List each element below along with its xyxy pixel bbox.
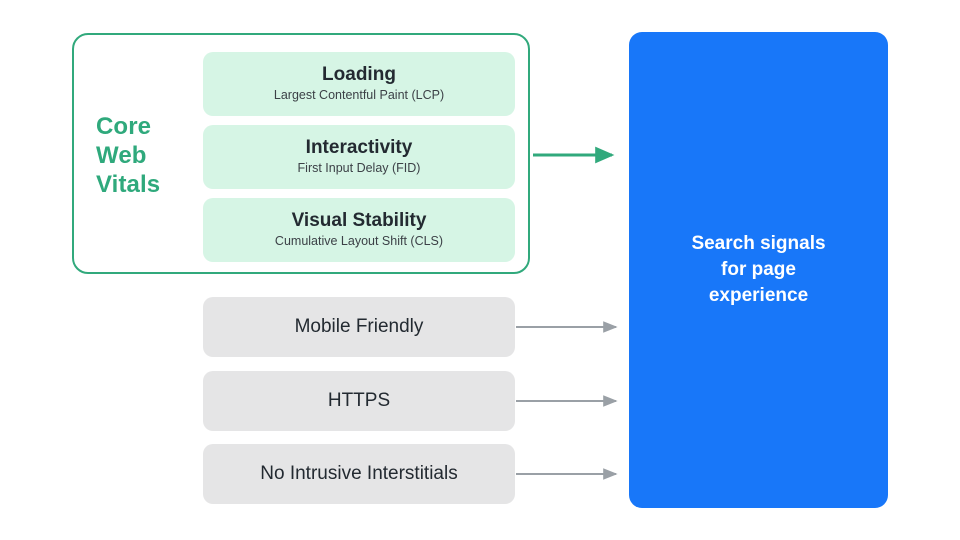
search-signals-text: Search signals for page experience — [691, 232, 826, 307]
metric-card-interactivity[interactable]: Interactivity First Input Delay (FID) — [203, 125, 515, 189]
metric-title: Interactivity — [305, 137, 413, 159]
signal-box-no-intrusive-interstitials[interactable]: No Intrusive Interstitials — [203, 444, 515, 504]
metric-subtitle: Cumulative Layout Shift (CLS) — [274, 234, 444, 249]
metric-title: Loading — [322, 64, 396, 86]
signal-label: Mobile Friendly — [294, 315, 424, 337]
core-web-vitals-label-line3: Vitals — [96, 171, 161, 198]
signal-box-mobile-friendly[interactable]: Mobile Friendly — [203, 297, 515, 357]
metric-card-loading[interactable]: Loading Largest Contentful Paint (LCP) — [203, 52, 515, 116]
core-web-vitals-label: Core — [96, 113, 152, 140]
core-web-vitals-label-line2: Web — [96, 142, 147, 169]
metric-card-visual-stability[interactable]: Visual Stability Cumulative Layout Shift… — [203, 198, 515, 262]
core-web-vitals-group — [72, 33, 530, 274]
metric-title: Visual Stability — [291, 210, 427, 232]
signal-label: No Intrusive Interstitials — [260, 462, 458, 484]
search-signals-panel[interactable]: Search signals for page experience — [629, 32, 888, 508]
signal-label: HTTPS — [327, 389, 391, 411]
metric-subtitle: Largest Contentful Paint (LCP) — [273, 88, 445, 103]
metric-subtitle: First Input Delay (FID) — [297, 161, 421, 176]
signal-box-https[interactable]: HTTPS — [203, 371, 515, 431]
